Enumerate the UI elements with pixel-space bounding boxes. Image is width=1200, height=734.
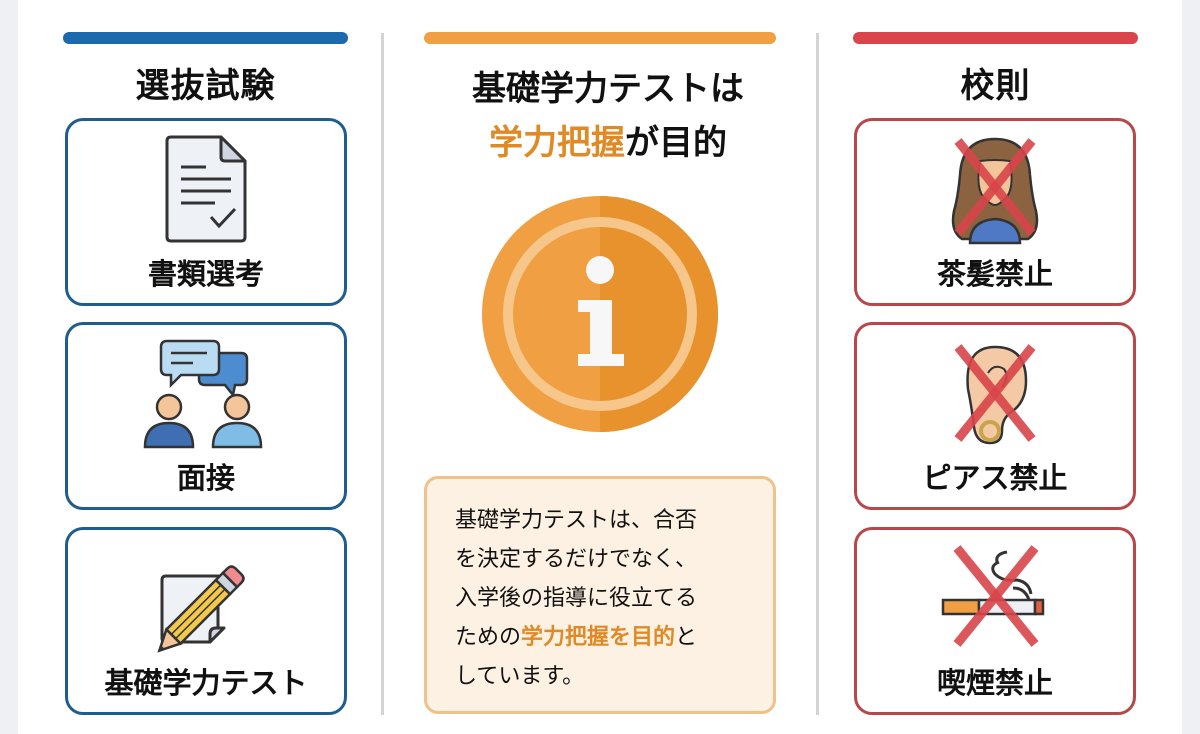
card-basic-test: 基礎学力テスト: [65, 527, 347, 715]
pencil-paper-icon: [157, 565, 245, 653]
info-icon: [482, 196, 718, 432]
info-line: 基礎学力テストは、合否: [455, 508, 698, 533]
card-label: 茶髪禁止: [936, 257, 1053, 291]
divider-left: [381, 33, 384, 715]
blue-accent-bar: [63, 32, 348, 44]
card-no-dyed-hair: 茶髪禁止: [854, 118, 1136, 306]
card-label: 基礎学力テスト: [104, 666, 308, 700]
divider-right: [816, 33, 819, 715]
interview-icon: [143, 339, 263, 449]
center-heading: 基礎学力テストは 学力把握が目的: [418, 62, 798, 170]
no-smoking-icon: [941, 545, 1045, 647]
no-piercing-icon: [954, 344, 1036, 445]
heading-rest: が目的: [625, 123, 727, 163]
info-line: ための学力把握を目的と: [455, 618, 751, 657]
heading-highlight: 学力把握: [489, 123, 625, 163]
info-line: を決定するだけでなく、: [455, 547, 698, 572]
info-line: 入学後の指導に役立てる: [455, 586, 698, 611]
info-box: 基礎学力テストは、合否 を決定するだけでなく、 入学後の指導に役立てる ための学…: [424, 476, 776, 714]
card-label: ピアス禁止: [922, 461, 1068, 495]
no-dyed-hair-icon: [951, 137, 1039, 245]
card-document-screening: 書類選考: [65, 118, 347, 306]
document-check-icon: [165, 135, 247, 243]
card-interview: 面接: [65, 322, 347, 510]
info-text: ための: [455, 625, 522, 650]
selection-exam-title: 選抜試験: [135, 66, 276, 106]
heading-line-1: 基礎学力テストは: [472, 69, 744, 109]
infographic-page: 選抜試験 書類選考 面接: [18, 0, 1182, 734]
card-no-piercing: ピアス禁止: [854, 322, 1136, 510]
card-no-smoking: 喫煙禁止: [854, 527, 1136, 715]
card-label: 面接: [176, 461, 235, 495]
info-text: と: [675, 625, 698, 650]
red-accent-bar: [853, 32, 1138, 44]
card-label: 喫煙禁止: [936, 666, 1053, 700]
info-line: しています。: [455, 664, 585, 689]
card-label: 書類選考: [147, 257, 264, 291]
school-rules-title: 校則: [960, 66, 1031, 106]
orange-accent-bar: [424, 32, 776, 44]
heading-line-2: 学力把握が目的: [418, 116, 798, 170]
info-highlight: 学力把握を目的: [521, 625, 676, 650]
